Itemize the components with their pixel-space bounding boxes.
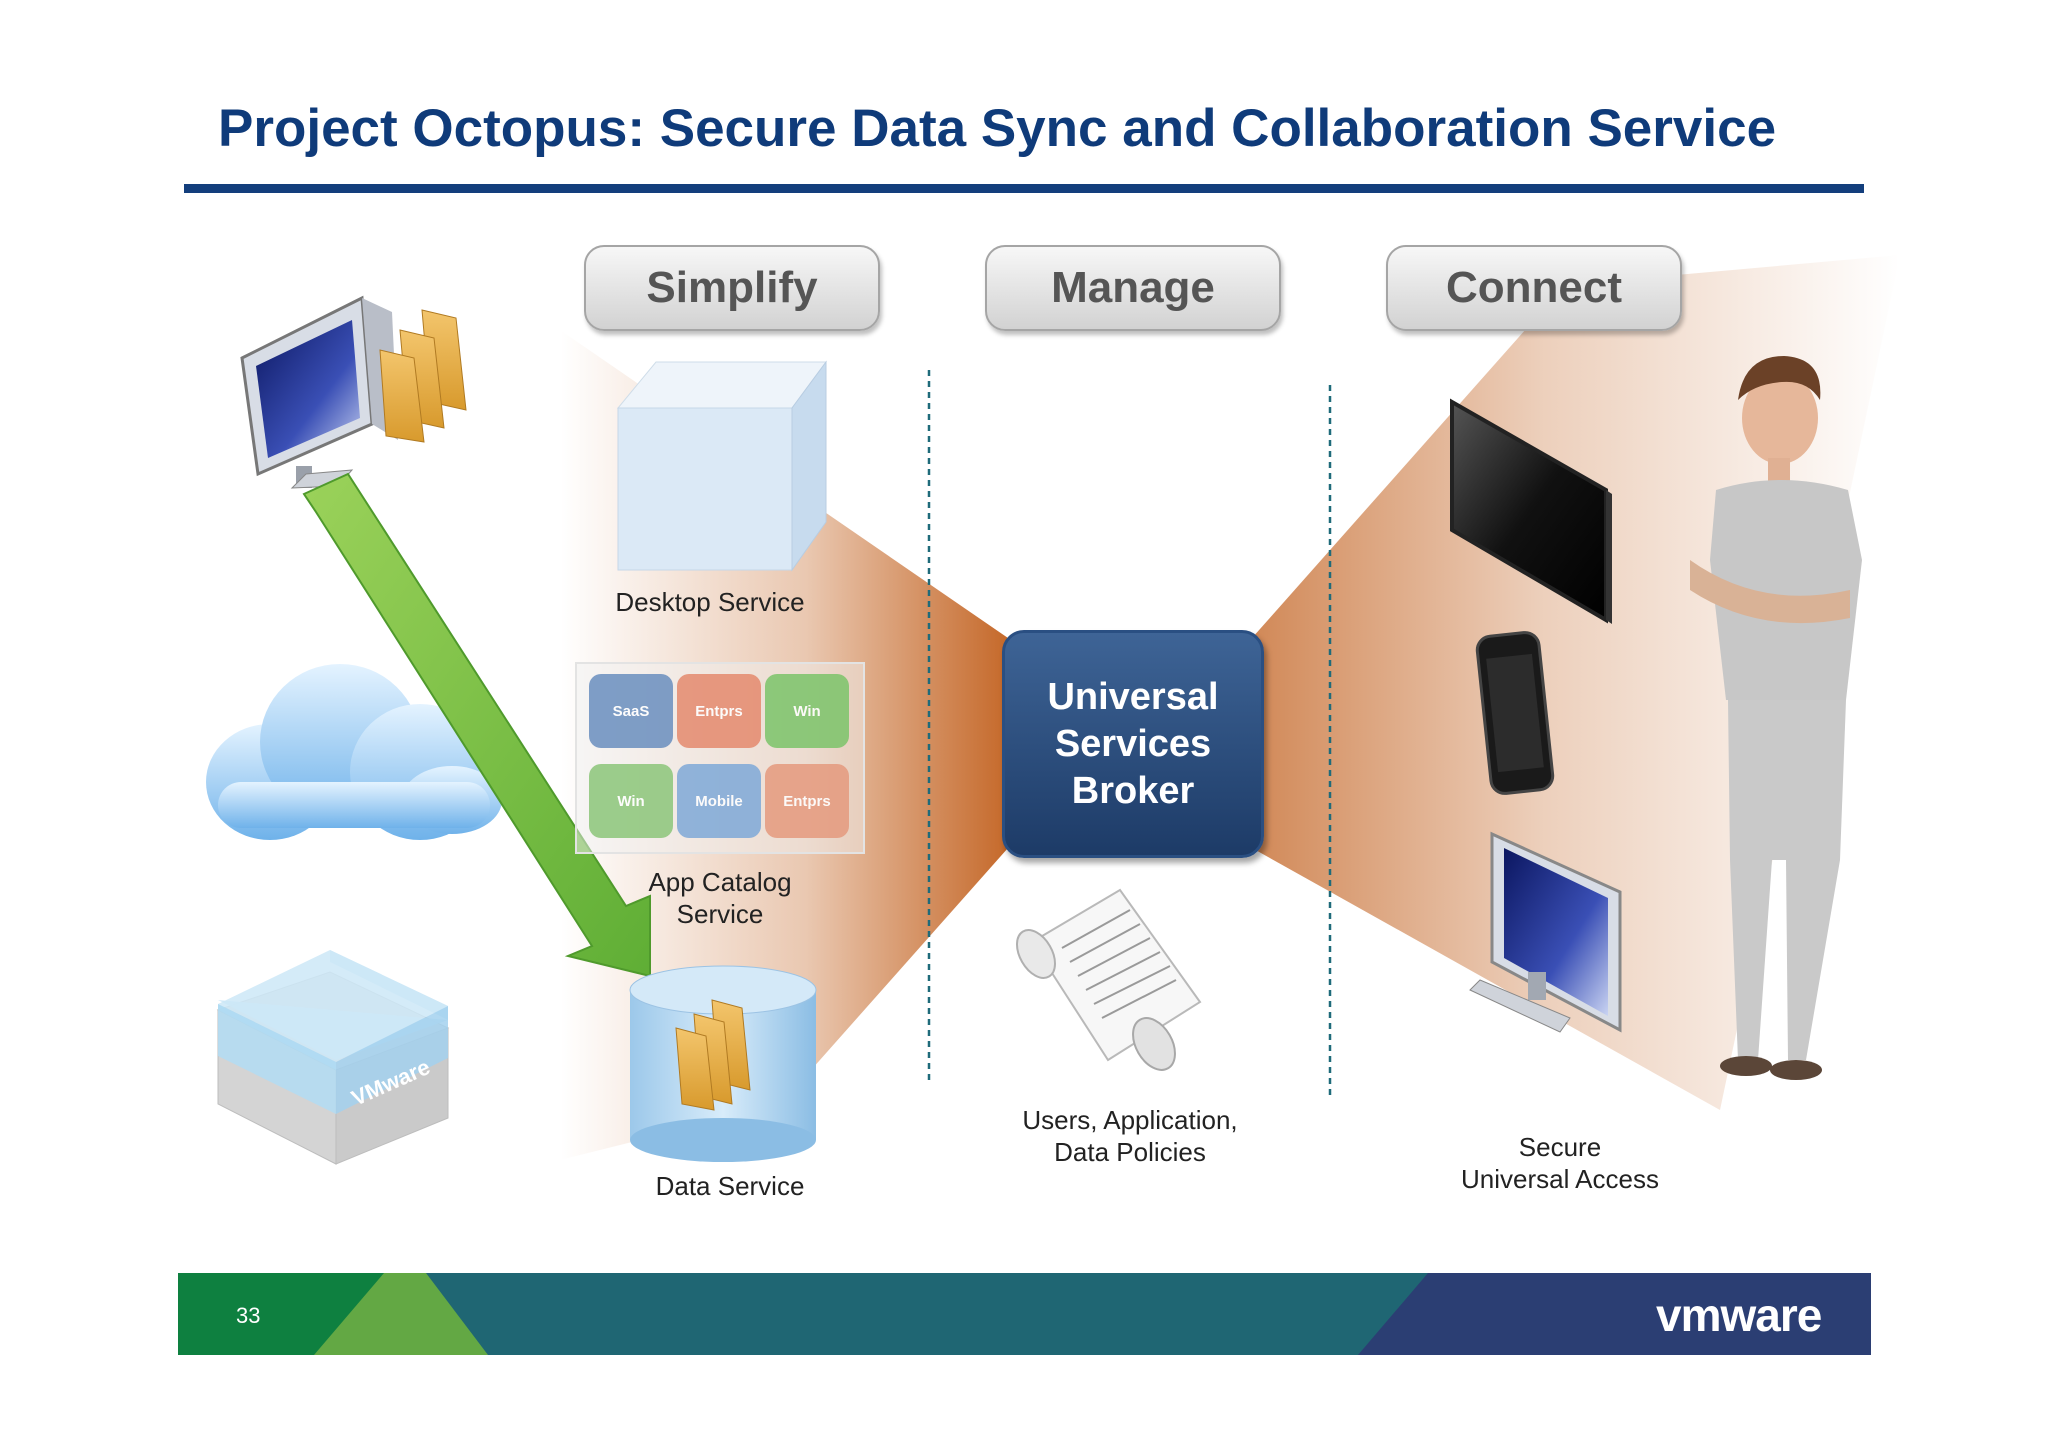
data-folder-icon — [675, 999, 751, 1111]
folder-icon — [379, 309, 467, 443]
app-tile: Entprs — [677, 674, 761, 748]
end-user-person-illustration — [1690, 356, 1862, 1080]
desktop-service-label: Desktop Service — [615, 587, 805, 617]
app-catalog-service-label: App Catalog Service — [648, 867, 792, 929]
footer-band — [178, 1273, 1871, 1355]
policies-label: Users, Application, Data Policies — [1022, 1105, 1238, 1167]
connect-column-header: Connect — [1386, 245, 1682, 331]
app-catalog-grid: SaaS Entprs Win Win Mobile Entprs — [575, 662, 865, 854]
cloud-icon — [206, 664, 502, 840]
universal-services-broker: Universal Services Broker — [1002, 630, 1264, 858]
pc-monitor-icon — [1469, 831, 1622, 1033]
simplify-column-header: Simplify — [584, 245, 880, 331]
app-tile: Mobile — [677, 764, 761, 838]
desktop-monitor-icon — [240, 295, 398, 489]
policy-scroll-icon — [1016, 888, 1202, 1071]
tablet-icon — [1450, 398, 1612, 624]
app-tile: Entprs — [765, 764, 849, 838]
manage-column-header: Manage — [985, 245, 1281, 331]
secure-access-label: Secure Universal Access — [1461, 1132, 1659, 1194]
app-tile: SaaS — [589, 674, 673, 748]
desktop-service-cube-icon — [616, 360, 827, 572]
title-divider — [184, 184, 1864, 193]
slide-title: Project Octopus: Secure Data Sync and Co… — [218, 99, 1777, 158]
vmware-logo: vmware — [1656, 1289, 1822, 1341]
page-number: 33 — [236, 1303, 261, 1328]
app-tile: Win — [589, 764, 673, 838]
app-tile: Win — [765, 674, 849, 748]
server-appliance-icon: VMware — [216, 950, 450, 1165]
data-service-label: Data Service — [655, 1171, 805, 1201]
smartphone-icon — [1475, 631, 1555, 795]
